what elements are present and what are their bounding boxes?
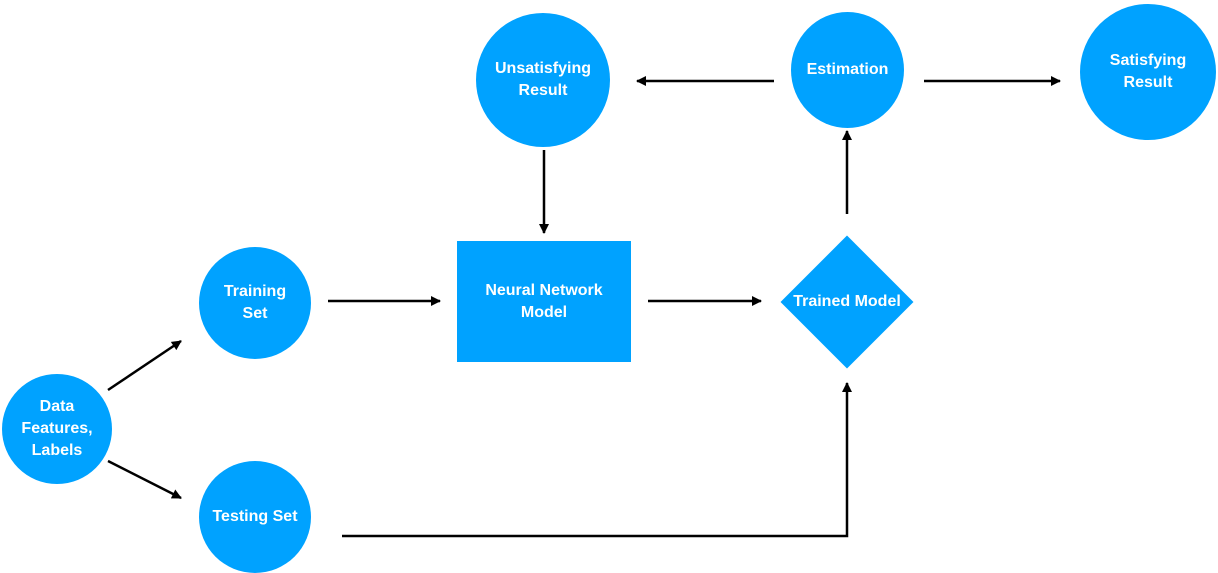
testing-set-node: Testing Set: [199, 461, 311, 573]
trained-model-node: Trained Model: [780, 235, 914, 369]
testing-set-label: Testing Set: [212, 508, 298, 525]
neural-network-model-node: Neural Network Model: [457, 241, 631, 362]
arrow-testing-to-trained: [342, 382, 852, 538]
neural-network-label-line2: Model: [520, 303, 568, 321]
neural-network-label-line1: Neural Network: [485, 281, 603, 299]
unsatisfying-result-label-line2: Result: [518, 82, 568, 99]
trained-model-label-line1: Trained: [793, 293, 851, 310]
unsatisfying-result-node: Unsatisfying Result: [476, 13, 610, 147]
arrow-data-to-testing: [107, 459, 182, 500]
estimation-node: Estimation: [791, 12, 904, 128]
data-features-labels-node: Data Features, Labels: [2, 374, 112, 484]
satisfying-result-label-line1: Satisfying: [1109, 52, 1187, 69]
trained-model-label: Trained Model: [780, 235, 914, 369]
estimation-label: Estimation: [806, 61, 889, 78]
data-node-label-line3: Labels: [31, 442, 83, 459]
data-node-label-line2: Features,: [21, 420, 93, 437]
training-set-node: Training Set: [199, 247, 311, 359]
data-node-label-line1: Data: [39, 398, 75, 415]
unsatisfying-result-label-line1: Unsatisfying: [494, 60, 591, 77]
training-set-label-line2: Set: [242, 305, 268, 322]
satisfying-result-label-line2: Result: [1123, 74, 1173, 91]
arrow-data-to-training: [107, 339, 182, 392]
satisfying-result-node: Satisfying Result: [1080, 4, 1216, 140]
training-set-label-line1: Training: [223, 283, 287, 300]
trained-model-label-line2: Model: [854, 293, 901, 310]
